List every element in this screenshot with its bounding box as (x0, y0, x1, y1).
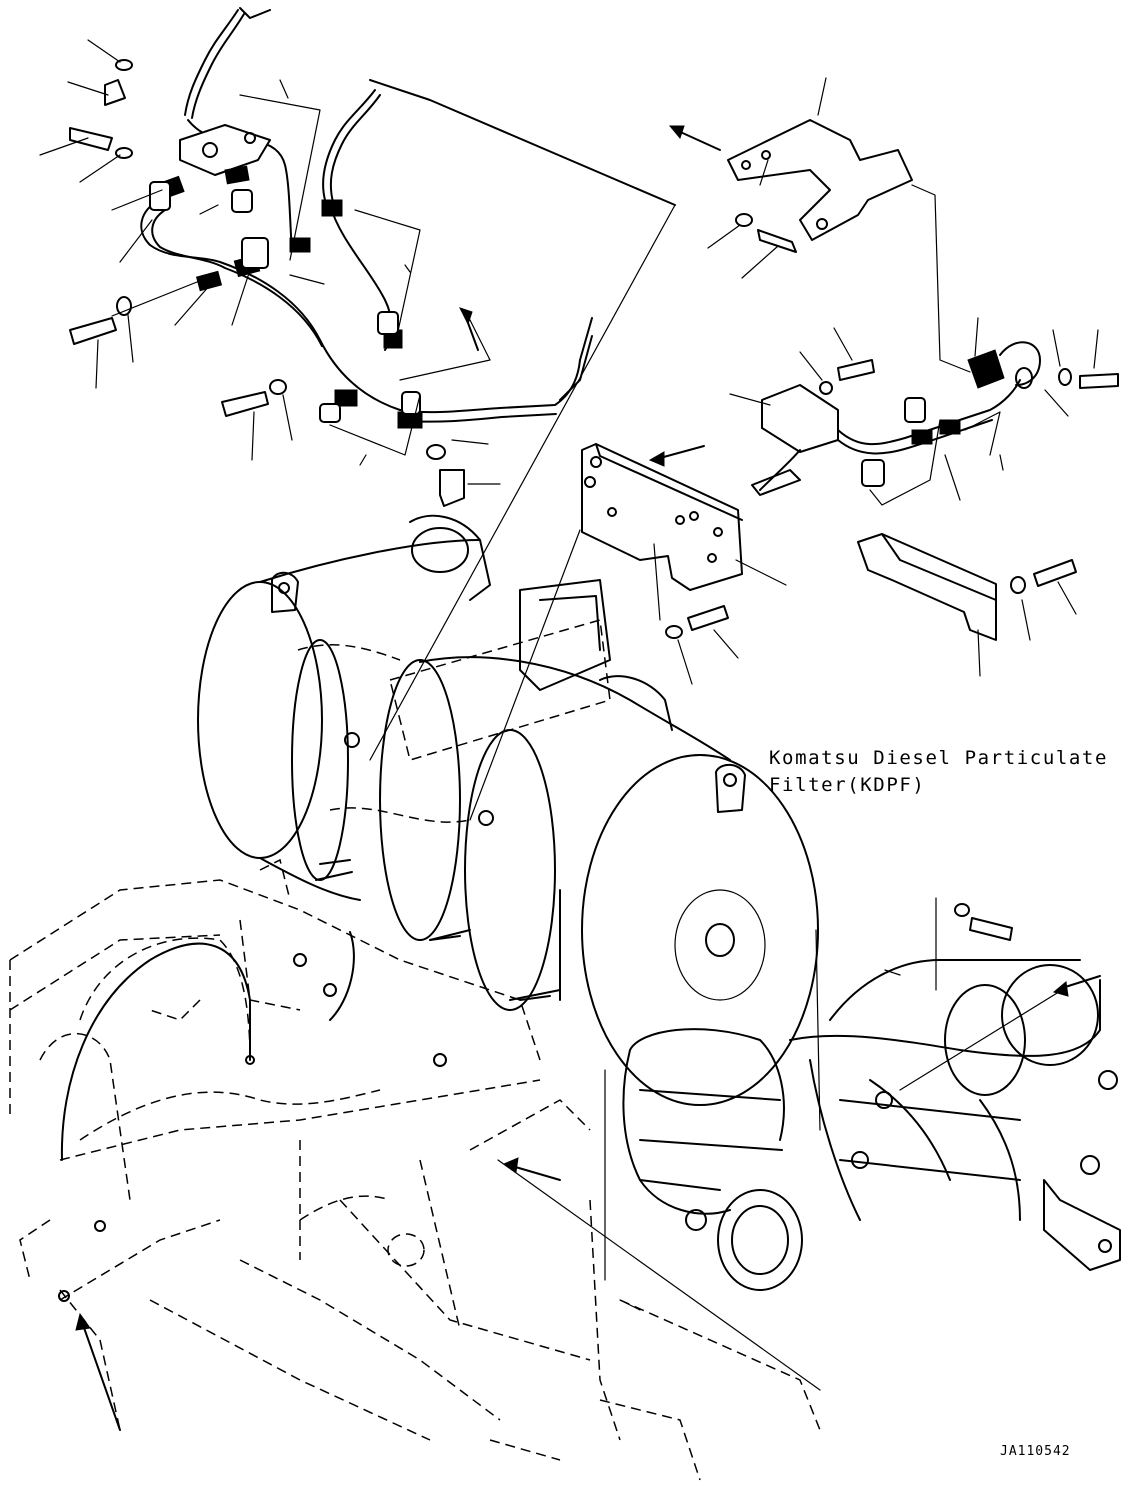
exhaust-outlet-assembly (604, 897, 1121, 1291)
kdpf-label-line1: Komatsu Diesel Particulate (769, 747, 1109, 769)
sensor-harness-assembly-left (39, 7, 676, 507)
drawing-code: JA110542 (1000, 1444, 1071, 1459)
mounting-plate (581, 443, 787, 685)
sensor-cover (857, 533, 1077, 677)
sensor-box-assembly (729, 317, 1119, 506)
kdpf-label-line2: Filter(KDPF) (769, 774, 926, 796)
kdpf-filter-body (197, 204, 819, 1106)
machine-frame (9, 858, 821, 1481)
upper-bracket (668, 77, 971, 373)
